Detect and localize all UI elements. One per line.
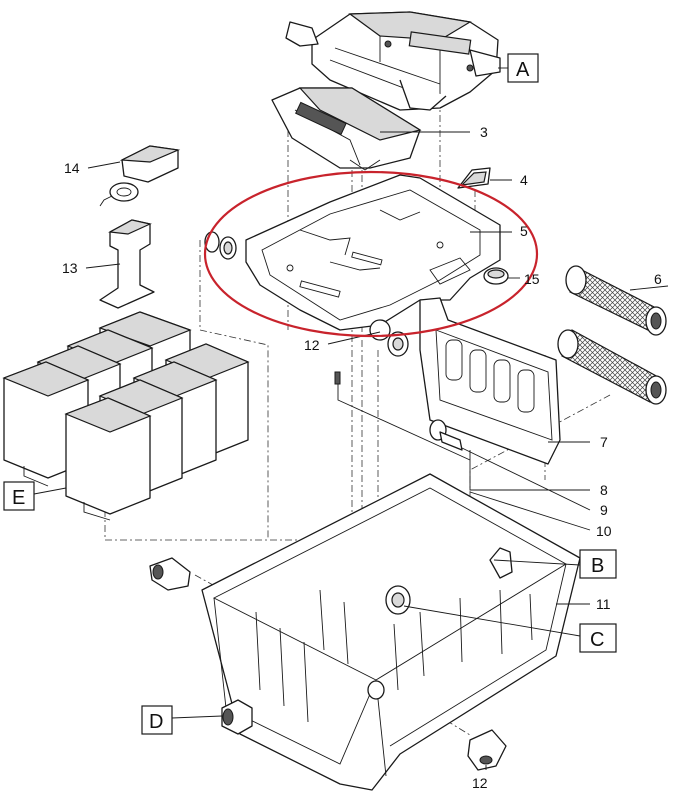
highlight-ellipse — [203, 170, 539, 338]
frame-plate-part-5 — [245, 174, 501, 331]
callout-5: 5 — [520, 223, 528, 239]
number-callouts: 3 4 5 15 6 7 8 9 10 11 12 12 13 14 — [62, 124, 662, 791]
letter-c: C — [590, 629, 604, 651]
letter-e: E — [12, 487, 25, 509]
inlet-fitting-left — [149, 557, 191, 591]
callout-6: 6 — [654, 271, 662, 287]
callout-12-upper: 12 — [304, 337, 320, 353]
separator-grid-part-7 — [419, 297, 561, 465]
hose-connector-part-12-lower — [467, 729, 507, 771]
ring-part-12-upper — [369, 319, 409, 357]
letter-box-d: D — [141, 705, 173, 735]
handle-part-4 — [457, 167, 491, 189]
letter-box-b: B — [579, 549, 617, 579]
holder-bracket-part-13 — [99, 219, 155, 309]
outlet-fitting-part-d — [221, 699, 253, 735]
callout-4: 4 — [520, 172, 528, 188]
callout-3: 3 — [480, 124, 488, 140]
callout-8: 8 — [600, 482, 608, 498]
letter-box-a: A — [507, 53, 539, 83]
uv-unit-part-a — [285, 11, 501, 111]
rod-parts-8-9-10 — [334, 371, 471, 470]
letter-a: A — [516, 59, 530, 81]
sponge-tray-part-3 — [271, 87, 422, 171]
letter-d: D — [149, 711, 163, 733]
leader-lines — [33, 67, 669, 770]
callout-9: 9 — [600, 502, 608, 518]
sponge-blocks-part-e — [2, 311, 250, 521]
filter-tube-upper-part-6 — [565, 265, 667, 336]
callout-13: 13 — [62, 260, 78, 276]
callout-7: 7 — [600, 434, 608, 450]
letter-box-c: C — [579, 623, 617, 653]
connector-part-15 — [483, 267, 509, 285]
letter-b: B — [591, 555, 604, 577]
callout-11: 11 — [596, 596, 611, 612]
filter-tube-lower-part-6 — [557, 329, 667, 405]
callout-10: 10 — [596, 523, 612, 539]
letter-box-e: E — [3, 481, 35, 511]
callout-15: 15 — [524, 271, 540, 287]
callout-12-lower: 12 — [472, 775, 488, 791]
float-switch-part-14 — [99, 145, 181, 207]
callout-14: 14 — [64, 160, 80, 176]
housing-tank-part-11 — [201, 473, 581, 791]
